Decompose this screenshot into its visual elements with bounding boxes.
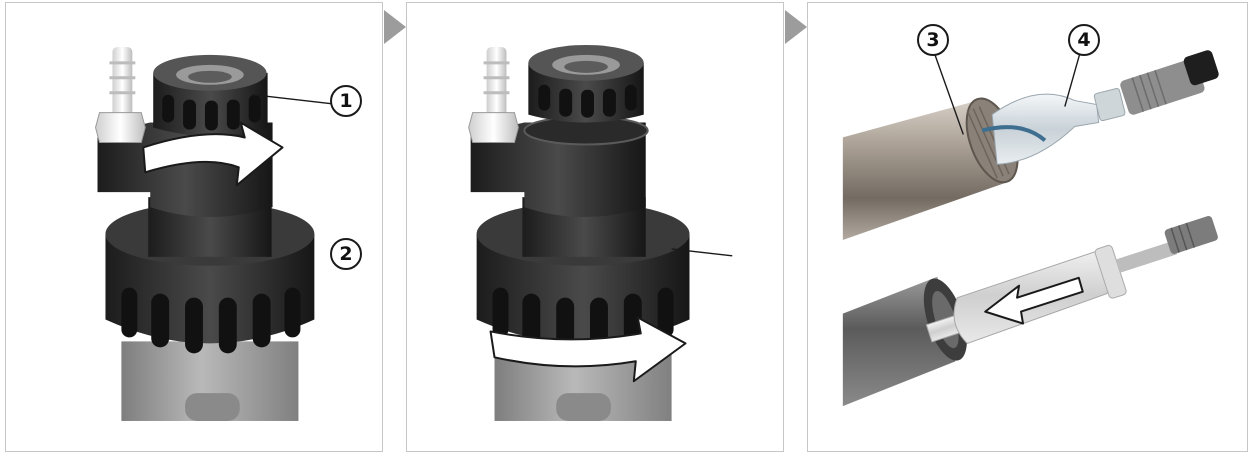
assembly-illustration-step-3 xyxy=(842,44,1219,407)
callout-number: 1 xyxy=(339,90,353,112)
assembly-illustration-step-1 xyxy=(95,46,332,421)
step-arrow-icon xyxy=(384,10,406,44)
callout-number: 4 xyxy=(1077,29,1091,51)
push-arrow-icon xyxy=(984,276,1084,325)
callout-1: 1 xyxy=(330,85,362,117)
assembly-illustration-step-2 xyxy=(468,44,733,421)
step-arrow-icon xyxy=(785,10,807,44)
callout-number: 3 xyxy=(926,29,940,51)
step-1-panel xyxy=(5,2,383,452)
step-3-panel xyxy=(807,2,1248,452)
rotate-arrow-icon xyxy=(489,316,687,383)
callout-3: 3 xyxy=(917,24,949,56)
rotate-arrow-icon xyxy=(142,121,284,187)
callout-4: 4 xyxy=(1068,24,1100,56)
callout-2: 2 xyxy=(330,238,362,270)
step-2-panel xyxy=(406,2,784,452)
callout-number: 2 xyxy=(339,243,353,265)
